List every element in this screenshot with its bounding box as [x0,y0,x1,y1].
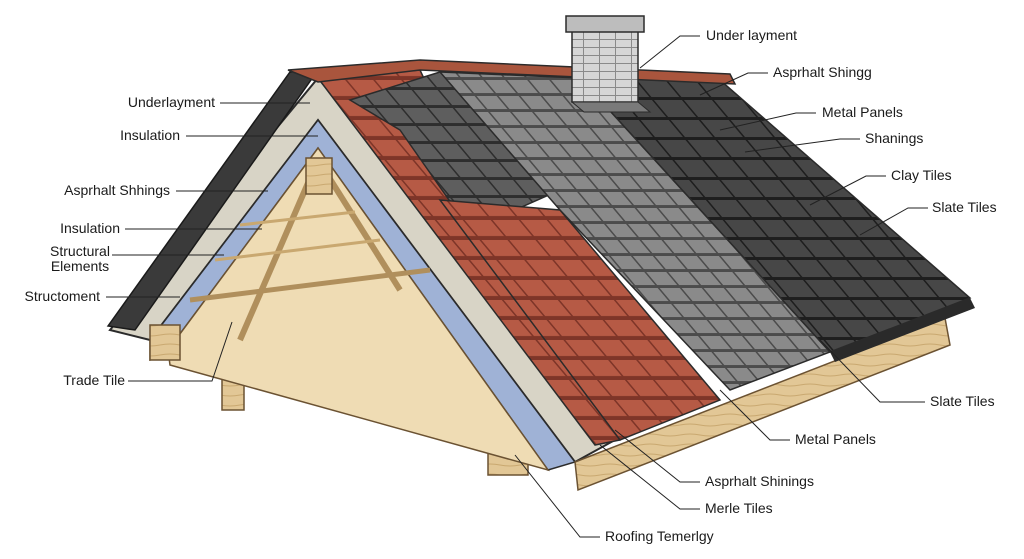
label-asphalt-shingles-right: Asprhalt Shingg [773,64,872,80]
label-insulation-left: Insulation [60,220,120,236]
leader-shanings [744,138,860,153]
label-structoment-left: Structoment [24,288,100,304]
leader-lines [106,35,928,538]
clay-tile-lower-section [438,199,722,441]
label-slate-tiles-bottom: Slate Tiles [930,393,995,409]
leader-asphalt-shinings [614,429,700,483]
roof-surface [287,59,975,446]
label-clay-tiles: Clay Tiles [891,167,952,183]
label-roofing-temerlgy: Roofing Temerlgy [605,528,714,544]
label-structural-elements-left: Structural Elements [50,243,110,274]
label-trade-tile-left: Trade Tile [63,372,125,388]
leader-trade-tile-left [128,321,233,382]
label-asphalt-shingles-left: Asprhalt Shhings [64,182,170,198]
leader-under-layment-right [639,35,700,69]
leader-metal-panels-top [719,112,816,131]
slate-light-section [438,71,832,391]
label-metal-panels-bottom: Metal Panels [795,431,876,447]
label-metal-panels-top: Metal Panels [822,104,903,120]
gable-end [108,76,951,492]
label-slate-tiles-top: Slate Tiles [932,199,997,215]
roof-edge-right [830,298,975,362]
label-underlayment-left: Underlayment [127,94,215,110]
label-under-layment-right: Under layment [706,27,798,43]
chimney [565,15,652,113]
label-merle-tiles: Merle Tiles [705,500,773,516]
leader-slate-tiles-bottom [819,339,925,403]
label-asphalt-shinings: Asprhalt Shinings [705,473,814,489]
label-shanings: Shanings [865,130,924,146]
leader-asphalt-right [699,72,768,96]
leader-slate-tiles-top [859,207,928,236]
leader-clay-tiles [809,175,886,206]
leader-roofing-temerlgy [514,454,600,538]
leader-merle-tiles [599,444,700,510]
label-insulation-top-left: Insulation [120,127,180,143]
leader-metal-panels-bottom [719,389,790,441]
